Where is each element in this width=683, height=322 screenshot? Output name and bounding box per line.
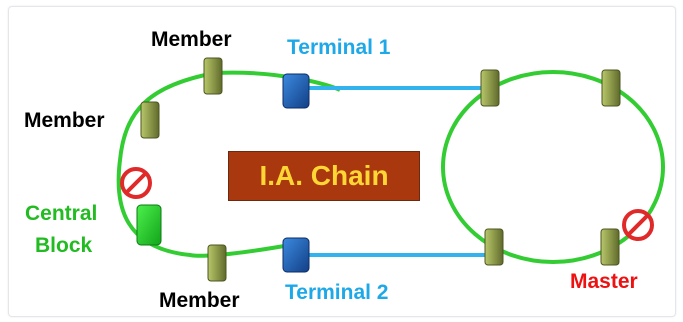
member-label-left: Member xyxy=(24,109,105,132)
master-label: Master xyxy=(570,270,638,293)
chain-title: I.A. Chain xyxy=(228,151,420,201)
terminal-1-block xyxy=(282,73,310,109)
no-sign-icon xyxy=(622,209,654,241)
central-block xyxy=(136,204,162,246)
member-label-top: Member xyxy=(151,28,232,51)
member-block-right-top-left xyxy=(480,69,500,107)
terminal-1-label: Terminal 1 xyxy=(287,36,391,59)
chain-title-text: I.A. Chain xyxy=(259,160,389,191)
member-block-right-bottom-right xyxy=(600,228,620,266)
central-block-label-line1: Central xyxy=(25,202,98,225)
central-block-label-line2: Block xyxy=(35,234,93,257)
member-label-bottom: Member xyxy=(159,289,240,312)
no-sign-icon xyxy=(120,167,152,199)
terminal-2-block xyxy=(282,237,310,273)
right-loop xyxy=(441,70,665,264)
member-block-right-bottom-left xyxy=(484,228,504,266)
terminal-2-label: Terminal 2 xyxy=(285,281,389,304)
member-block-bottom xyxy=(207,244,227,282)
member-block-right-top-right xyxy=(601,69,621,107)
member-block-left xyxy=(140,101,160,139)
member-block-top xyxy=(203,57,223,95)
